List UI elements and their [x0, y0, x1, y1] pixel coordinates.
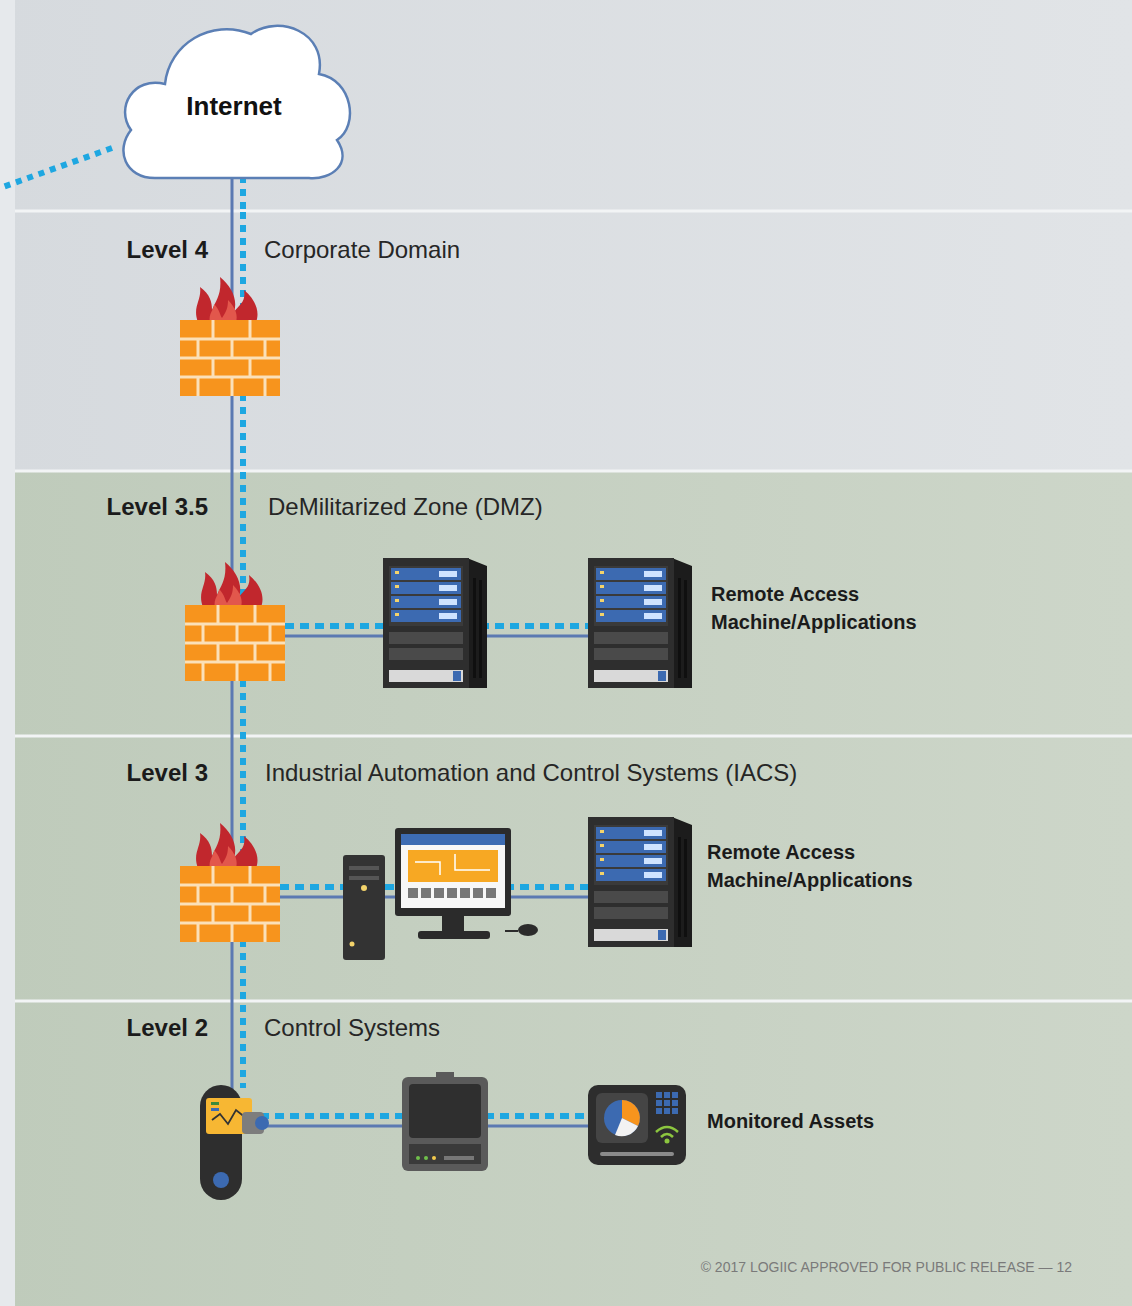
cloud-node: Internet: [113, 12, 355, 180]
level-number: Level 4: [15, 236, 208, 264]
level-band: Level 4 Corporate Domain: [15, 212, 1132, 471]
level-number: Level 3: [15, 759, 208, 787]
level-number: Level 3.5: [15, 493, 208, 521]
footer-note-box: © 2017 LOGIIC APPROVED FOR PUBLIC RELEAS…: [620, 1257, 1072, 1277]
level-band: Level 3.5 DeMilitarized Zone (DMZ): [15, 471, 1132, 736]
cloud-label: Internet: [186, 91, 281, 122]
server-label: Remote Access Machine/Applications: [707, 838, 947, 894]
zone-name: Corporate Domain: [264, 236, 460, 264]
level-number: Level 2: [15, 1014, 208, 1042]
zone-name: DeMilitarized Zone (DMZ): [268, 493, 543, 521]
server-label: Remote Access Machine/Applications: [711, 580, 951, 636]
zone-name: Control Systems: [264, 1014, 440, 1042]
zone-name: Industrial Automation and Control System…: [265, 759, 797, 787]
level-band: Level 3 Industrial Automation and Control…: [15, 736, 1132, 1001]
server-label-box: Remote Access Machine/Applications: [711, 580, 951, 636]
asset-label: Monitored Assets: [707, 1107, 947, 1135]
asset-label-box: Monitored Assets: [707, 1107, 947, 1135]
server-label-box: Remote Access Machine/Applications: [707, 838, 947, 894]
network-link: [232, 176, 243, 212]
footer-note: © 2017 LOGIIC APPROVED FOR PUBLIC RELEAS…: [620, 1257, 1072, 1277]
